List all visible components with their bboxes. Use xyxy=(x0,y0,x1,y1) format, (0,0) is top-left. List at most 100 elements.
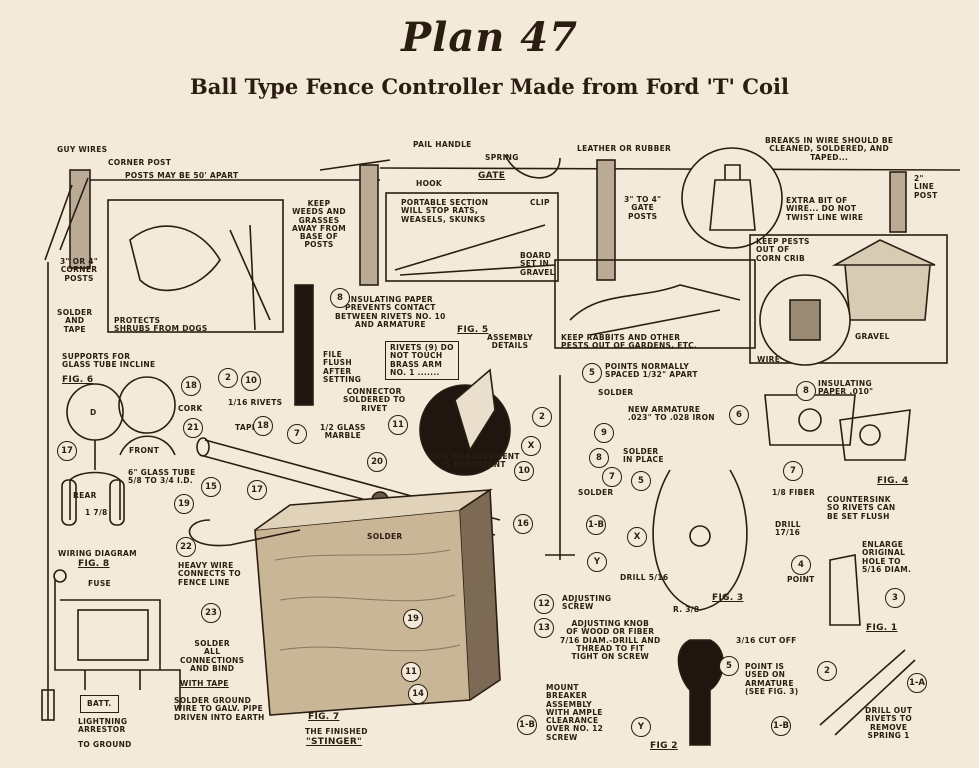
page-subtitle: Ball Type Fence Controller Made from For… xyxy=(190,74,789,99)
callout: 23 xyxy=(201,603,221,623)
gate-post xyxy=(359,159,616,286)
callout: 18 xyxy=(181,376,201,396)
callout: 2 xyxy=(532,407,552,427)
label-new-armature: NEW ARMATURE .023" TO .028 IRON xyxy=(628,405,715,423)
label-enlarge: ENLARGE ORIGINAL HOLE TO 5/16 DIAM. xyxy=(862,540,912,574)
callout: X xyxy=(521,436,541,456)
callout: 7 xyxy=(783,461,803,481)
label-spring: SPRING xyxy=(485,153,519,162)
label-pail-handle: PAIL HANDLE xyxy=(413,140,472,149)
label-fig2: FIG 2 xyxy=(650,741,678,751)
label-fig3: FIG. 3 xyxy=(712,593,744,603)
corn-crib-vignette xyxy=(749,234,948,364)
label-connector: CONNECTOR SOLDERED TO RIVET xyxy=(343,387,406,413)
label-solder-tape: SOLDER AND TAPE xyxy=(57,308,93,334)
label-keep-pests: KEEP PESTS OUT OF CORN CRIB xyxy=(756,237,810,263)
callout: 7 xyxy=(287,424,307,444)
label-rivets-note: RIVETS (9) DO NOT TOUCH BRASS ARM NO. 1 … xyxy=(385,341,459,380)
callout: 8 xyxy=(589,448,609,468)
label-countersink: COUNTERSINK SO RIVETS CAN BE SET FLUSH xyxy=(827,495,896,521)
label-mount: MOUNT BREAKER ASSEMBLY WITH AMPLE CLEARA… xyxy=(546,683,604,742)
label-rear: REAR xyxy=(73,491,97,500)
label-assembly: ASSEMBLY DETAILS xyxy=(487,333,534,351)
label-glass-marble: 1/2 GLASS MARBLE xyxy=(320,423,366,441)
portable-section-vignette xyxy=(385,192,559,282)
label-keep-rabbits: KEEP RABBITS AND OTHER PESTS OUT OF GARD… xyxy=(561,333,698,351)
fig2-armature xyxy=(677,639,724,746)
label-solder-all: SOLDER ALL CONNECTIONS AND BIND xyxy=(180,639,245,673)
label-clip: CLIP xyxy=(530,198,550,207)
callout: 16 xyxy=(513,514,533,534)
label-file-flush: FILE FLUSH AFTER SETTING xyxy=(323,350,362,384)
label-portable: PORTABLE SECTION WILL STOP RATS, WEASELS… xyxy=(401,198,489,224)
callout: 8 xyxy=(796,381,816,401)
label-rivets-size: 1/16 RIVETS xyxy=(228,398,283,407)
callout: Y xyxy=(631,717,651,737)
label-gate-posts: 3" TO 4" GATE POSTS xyxy=(624,195,662,221)
guy-wire xyxy=(44,177,89,261)
label-tape: TAPE xyxy=(235,423,258,432)
label-adjusting-knob: ADJUSTING KNOB OF WOOD OR FIBER 7/16 DIA… xyxy=(560,619,661,661)
label-heavy-wire: HEAVY WIRE CONNECTS TO FENCE LINE xyxy=(178,561,241,587)
callout: Y xyxy=(587,552,607,572)
label-protects: PROTECTS SHRUBS FROM DOGS xyxy=(114,316,208,334)
label-fig4: FIG. 4 xyxy=(877,476,909,486)
gate-frame xyxy=(319,154,561,179)
callout: 19 xyxy=(403,609,423,629)
callout: 17 xyxy=(247,480,267,500)
callout: 1-A xyxy=(907,673,927,693)
callout: 8 xyxy=(330,288,350,308)
callout: 11 xyxy=(388,415,408,435)
label-board: BOARD SET IN GRAVEL xyxy=(520,251,555,277)
callout: 2 xyxy=(817,661,837,681)
wooden-box xyxy=(254,509,471,716)
fence-wire xyxy=(75,167,961,181)
label-fig7: FIG. 7 xyxy=(308,712,340,722)
label-solder-top: SOLDER xyxy=(367,532,403,541)
callout: 1-B xyxy=(586,515,606,535)
corn-crib xyxy=(831,239,936,321)
label-gate: GATE xyxy=(478,171,506,181)
label-cut-off: 3/16 CUT OFF xyxy=(736,636,797,645)
label-cork: CORK xyxy=(178,404,203,413)
label-fig8: FIG. 8 xyxy=(78,559,110,569)
label-supports: SUPPORTS FOR GLASS TUBE INCLINE xyxy=(62,352,156,370)
label-line-post: 2" LINE POST xyxy=(914,174,938,200)
label-with-tape: WITH TAPE xyxy=(180,679,229,688)
callout: 10 xyxy=(241,371,261,391)
callout: 6 xyxy=(729,405,749,425)
label-drill-5: DRILL 5/16 xyxy=(620,573,669,582)
label-rear-dim: 1 7/8 xyxy=(85,508,108,517)
label-r38: R. 3/8 xyxy=(673,605,700,614)
callout: 13 xyxy=(534,618,554,638)
label-guy-wires: GUY WIRES xyxy=(57,145,108,154)
callout: 5 xyxy=(631,471,651,491)
label-points-normally: POINTS NORMALLY SPACED 1/32" APART xyxy=(605,362,698,380)
callout: 7 xyxy=(602,467,622,487)
callout: 22 xyxy=(176,537,196,557)
label-stinger: "STINGER" xyxy=(306,737,363,747)
callout: 5 xyxy=(719,656,739,676)
fig4-plate xyxy=(764,394,856,446)
dog-vignette xyxy=(107,199,284,333)
callout: 1-B xyxy=(771,716,791,736)
fig3-armature xyxy=(652,469,748,611)
label-keep-weeds: KEEP WEEDS AND GRASSES AWAY FROM BASE OF… xyxy=(292,199,346,250)
callout: 10 xyxy=(514,461,534,481)
corner-post xyxy=(69,169,91,269)
label-corner-posts: 3" OR 4" CORNER POSTS xyxy=(60,257,99,283)
label-point: POINT xyxy=(787,575,815,584)
armature-bar xyxy=(294,284,314,406)
label-finished: THE FINISHED xyxy=(305,727,368,736)
label-measurement: THIS MEASUREMENT IS IMPORTANT xyxy=(428,452,520,470)
label-lightning: LIGHTNING ARRESTOR xyxy=(78,717,128,735)
callout: 17 xyxy=(57,441,77,461)
wiring-diagram xyxy=(54,580,181,710)
label-solder-in-place: SOLDER IN PLACE xyxy=(623,447,664,465)
label-breaks: BREAKS IN WIRE SHOULD BE CLEANED, SOLDER… xyxy=(765,136,894,162)
callout: 18 xyxy=(253,416,273,436)
callout: 1-B xyxy=(517,715,537,735)
callout: 20 xyxy=(367,452,387,472)
label-drill-17: DRILL 17/16 xyxy=(775,520,801,538)
label-fiber: 1/8 FIBER xyxy=(772,488,816,497)
